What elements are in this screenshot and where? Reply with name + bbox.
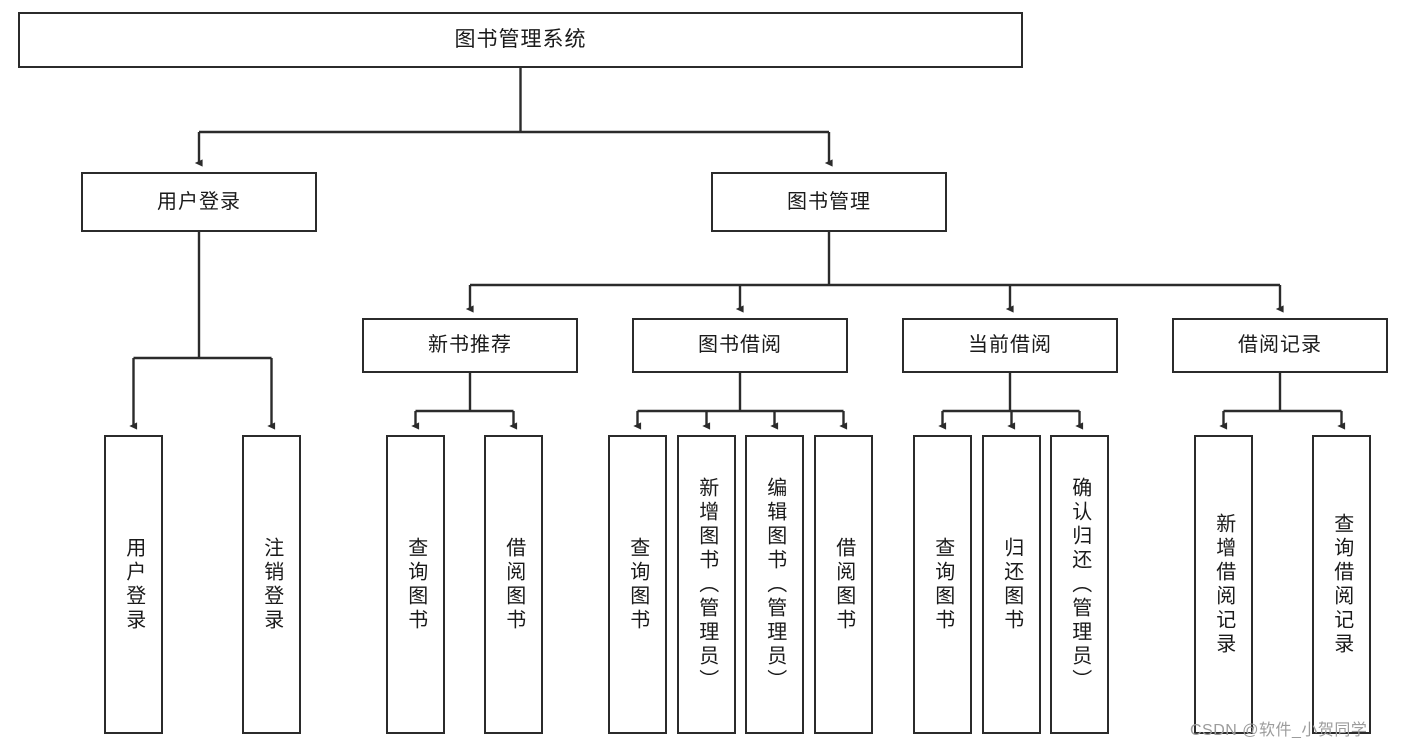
node-label: 确认归还（管理员） <box>1068 476 1091 693</box>
node-label: 新书推荐 <box>428 334 512 357</box>
node-l5[interactable]: 查询图书 <box>608 435 667 734</box>
node-l3[interactable]: 查询图书 <box>386 435 445 734</box>
node-l6[interactable]: 新增图书（管理员） <box>677 435 736 734</box>
node-login[interactable]: 用户登录 <box>81 172 317 232</box>
node-label: 归还图书 <box>1000 536 1023 633</box>
node-label: 借阅图书 <box>502 536 525 633</box>
node-root[interactable]: 图书管理系统 <box>18 12 1023 68</box>
node-label: 编辑图书（管理员） <box>763 476 786 693</box>
node-label: 用户登录 <box>157 190 241 213</box>
node-current[interactable]: 当前借阅 <box>902 318 1118 373</box>
node-label: 新增图书（管理员） <box>695 476 718 693</box>
node-label: 图书管理 <box>787 190 871 213</box>
node-label: 借阅图书 <box>832 536 855 633</box>
node-newbook[interactable]: 新书推荐 <box>362 318 578 373</box>
node-l8[interactable]: 借阅图书 <box>814 435 873 734</box>
node-borrow[interactable]: 图书借阅 <box>632 318 848 373</box>
node-records[interactable]: 借阅记录 <box>1172 318 1388 373</box>
node-label: 注销登录 <box>260 536 283 633</box>
node-label: 借阅记录 <box>1238 334 1322 357</box>
node-label: 查询借阅记录 <box>1330 512 1353 657</box>
node-l11[interactable]: 确认归还（管理员） <box>1050 435 1109 734</box>
node-l7[interactable]: 编辑图书（管理员） <box>745 435 804 734</box>
node-bookmgmt[interactable]: 图书管理 <box>711 172 947 232</box>
node-label: 图书借阅 <box>698 334 782 357</box>
node-l10[interactable]: 归还图书 <box>982 435 1041 734</box>
node-label: 查询图书 <box>931 536 954 633</box>
node-label: 新增借阅记录 <box>1212 512 1235 657</box>
node-l2[interactable]: 注销登录 <box>242 435 301 734</box>
node-label: 查询图书 <box>404 536 427 633</box>
node-l12[interactable]: 新增借阅记录 <box>1194 435 1253 734</box>
node-l9[interactable]: 查询图书 <box>913 435 972 734</box>
node-l4[interactable]: 借阅图书 <box>484 435 543 734</box>
node-label: 图书管理系统 <box>454 28 587 52</box>
node-label: 用户登录 <box>122 536 145 633</box>
node-l1[interactable]: 用户登录 <box>104 435 163 734</box>
node-l13[interactable]: 查询借阅记录 <box>1312 435 1371 734</box>
node-label: 当前借阅 <box>968 334 1052 357</box>
node-label: 查询图书 <box>626 536 649 633</box>
